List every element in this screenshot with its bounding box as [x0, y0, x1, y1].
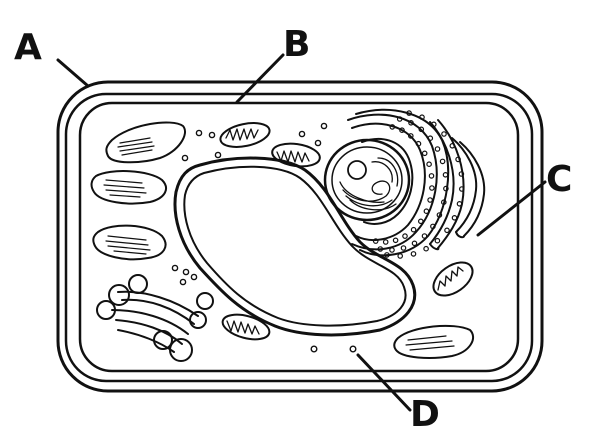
ribosome: [382, 239, 389, 245]
chloroplast: [90, 170, 167, 205]
ribosome: [397, 253, 404, 259]
chloroplast: [105, 121, 186, 164]
ribosome: [423, 208, 430, 215]
central-vacuole: [173, 156, 417, 337]
ribosome: [430, 223, 436, 230]
ribosome: [426, 161, 432, 168]
golgi-apparatus: [96, 274, 214, 362]
ribosome: [443, 185, 449, 192]
label-b: B: [283, 24, 310, 65]
chromatin: [339, 157, 399, 211]
vesicles: [171, 122, 357, 353]
ribosome: [399, 127, 405, 134]
ribosome: [402, 233, 408, 239]
mitochondrion: [271, 142, 321, 168]
cell-wall-outer: [56, 80, 544, 393]
ribosome: [406, 110, 412, 116]
ribosome: [389, 247, 395, 253]
ribosome: [384, 252, 390, 258]
ribosome: [417, 218, 424, 225]
chloroplast: [92, 224, 167, 261]
ribosome: [410, 251, 417, 257]
cell-wall-inner: [64, 92, 534, 383]
nucleolus: [347, 160, 367, 180]
ribosome: [408, 120, 414, 126]
ribosome: [434, 237, 441, 244]
ribosome: [410, 226, 417, 233]
ribosome: [436, 212, 443, 218]
ribosome: [396, 116, 403, 122]
label-d: D: [410, 394, 440, 426]
label-c: C: [546, 159, 572, 200]
ribosome: [392, 237, 399, 244]
ribosome: [439, 158, 446, 165]
ribosome: [372, 238, 379, 244]
ribosome: [441, 131, 447, 137]
ribosome: [415, 140, 422, 147]
ribosome: [418, 126, 425, 133]
pointer-d: [356, 353, 412, 412]
chloroplast: [393, 324, 475, 359]
ribosome: [407, 133, 414, 139]
ribosome: [427, 135, 434, 142]
pointer-c: [476, 180, 547, 237]
cell-membrane: [78, 101, 520, 373]
ribosome: [411, 240, 418, 247]
mitochondrion: [432, 261, 474, 297]
ribosome: [389, 124, 396, 130]
ribosomes: [372, 110, 465, 259]
ribosome: [421, 233, 428, 239]
ribosome: [421, 150, 428, 157]
smooth-endoplasmic-reticulum: [429, 119, 486, 251]
ribosome: [419, 114, 425, 121]
ribosome: [434, 146, 441, 152]
ribosome: [428, 173, 435, 179]
ribosome: [423, 245, 429, 252]
ribosome: [427, 197, 433, 203]
pointer-a: [56, 58, 90, 88]
ribosome: [444, 227, 450, 234]
nucleus: [323, 138, 411, 222]
ribosome: [377, 246, 384, 252]
label-a: A: [14, 27, 42, 68]
ribosome: [400, 245, 407, 251]
ribosome: [440, 199, 447, 206]
pointer-b: [235, 53, 285, 104]
mitochondrion: [219, 122, 271, 148]
ribosome: [429, 185, 435, 191]
mitochondrion: [221, 313, 271, 341]
ribosome: [442, 172, 449, 178]
